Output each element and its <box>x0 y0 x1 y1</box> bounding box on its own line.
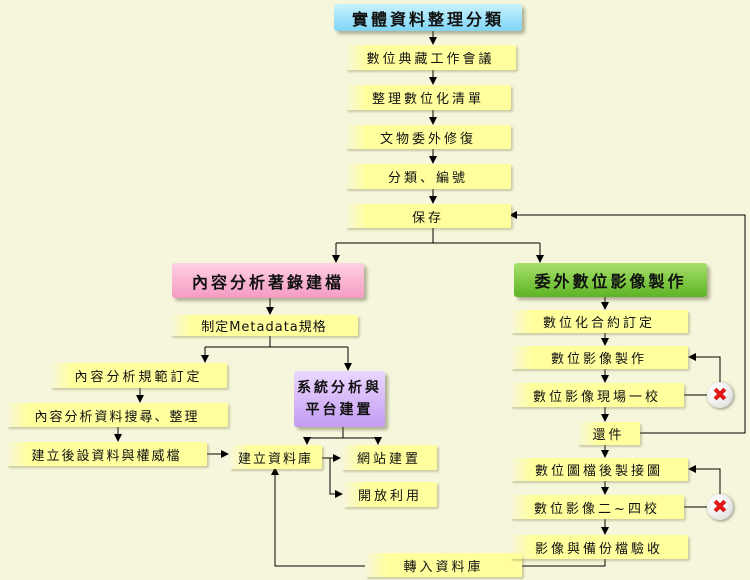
search-step: 內容分析資料搜尋、整理 <box>6 403 228 427</box>
import-database-step: 轉入資料庫 <box>365 553 522 577</box>
reject-close-icon: ✖ <box>707 382 733 408</box>
meeting-step: 數位典藏工作會議 <box>345 45 516 70</box>
content-header: 內容分析著錄建檔 <box>172 263 364 298</box>
arrow-database-open-use <box>329 458 343 498</box>
inventory-step: 整理數位化清單 <box>345 85 511 110</box>
website-step: 網站建置 <box>341 445 437 470</box>
arrow-return-preserve <box>509 211 746 434</box>
contract-step: 數位化合約訂定 <box>510 310 688 333</box>
title-header: 實體資料整理分類 <box>334 4 522 31</box>
restore-step: 文物委外修復 <box>345 125 511 149</box>
database-step: 建立資料庫 <box>229 445 322 469</box>
reject-close-icon: ✖ <box>707 494 733 520</box>
arrow-reject-postprocess <box>688 465 721 494</box>
authority-step: 建立後設資料與權威檔 <box>6 442 207 466</box>
connector-acceptance-import <box>522 559 606 567</box>
proof-onsite-step: 數位影像現場一校 <box>510 383 684 407</box>
system-header: 系統分析與 平台建置 <box>294 371 385 427</box>
post-process-step: 數位圖檔後製接圖 <box>510 458 688 481</box>
metadata-step: 制定Metadata規格 <box>170 315 358 336</box>
proof-2-4-step: 數位影像二~四校 <box>510 495 684 519</box>
open-use-step: 開放利用 <box>343 482 437 507</box>
arrow-reject-production <box>688 353 721 382</box>
arrow-import-database <box>271 467 365 567</box>
digitize-header: 委外數位影像製作 <box>514 263 707 297</box>
production-step: 數位影像製作 <box>510 346 688 369</box>
norms-step: 內容分析規範訂定 <box>50 363 227 388</box>
acceptance-step: 影像與備份檔驗收 <box>510 535 688 559</box>
classify-step: 分類、編號 <box>345 164 511 189</box>
return-step: 還件 <box>577 422 640 445</box>
preserve-step: 保存 <box>345 204 511 228</box>
